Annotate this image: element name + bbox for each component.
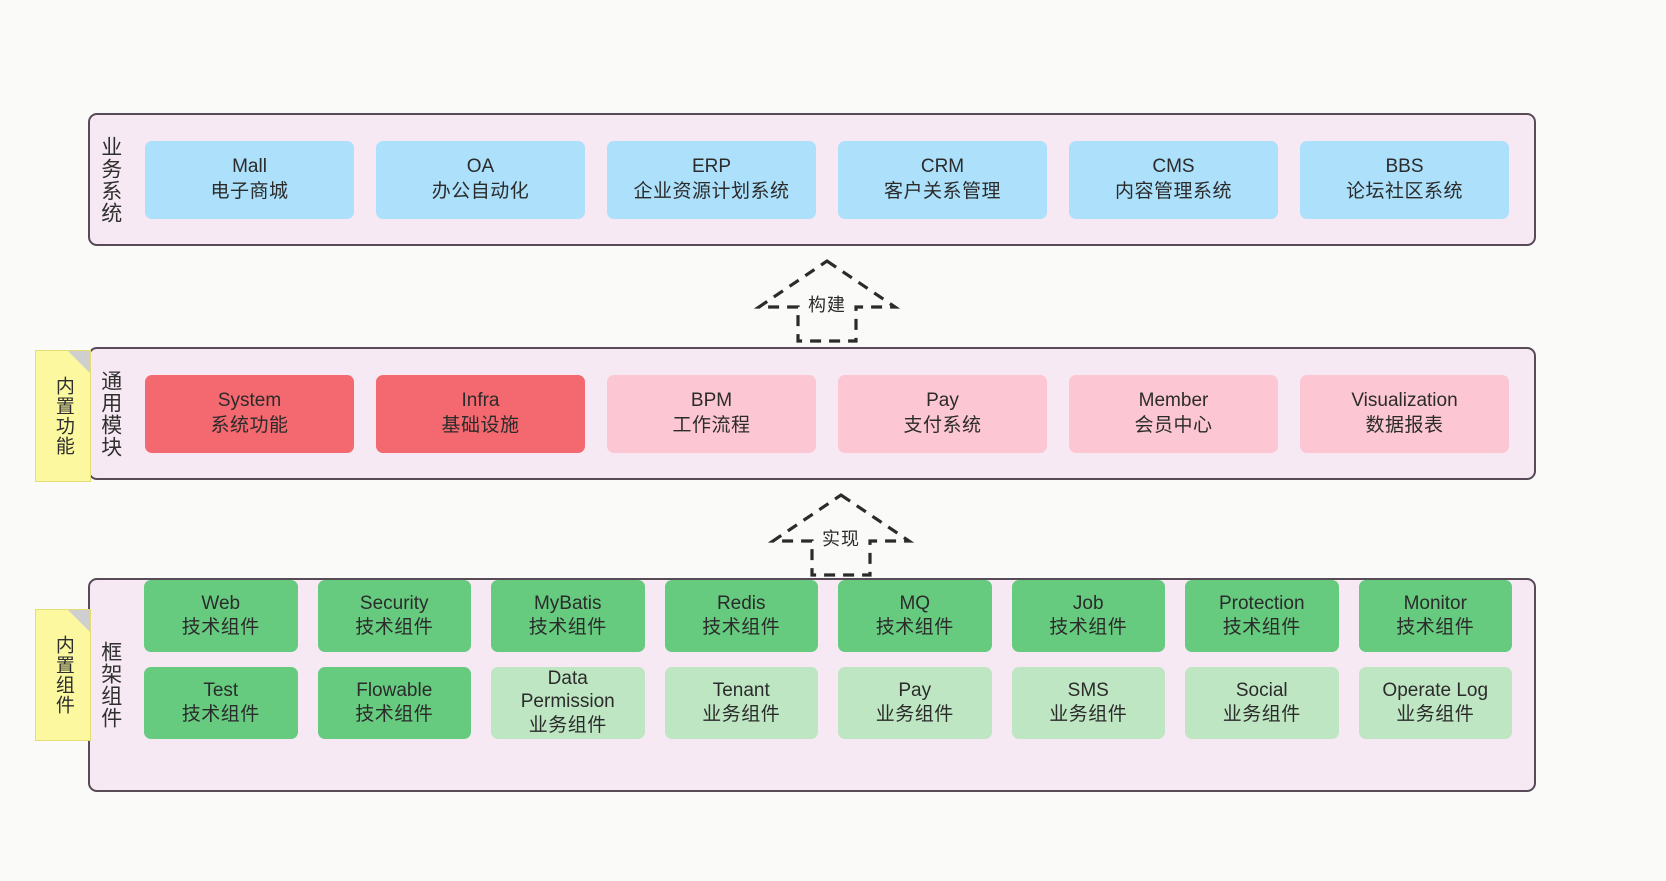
sticky-note-builtin-functions: 内置功能	[35, 350, 91, 482]
box-label-en: BPM	[690, 390, 733, 412]
box-label-cn: 电子商城	[210, 180, 289, 202]
framework-tech-box-redis[interactable]: Redis 技术组件	[664, 580, 818, 652]
framework-biz-box-tenant[interactable]: Tenant 业务组件	[664, 667, 818, 739]
framework-tech-box-security[interactable]: Security 技术组件	[317, 580, 471, 652]
framework-tech-box-monitor[interactable]: Monitor 技术组件	[1358, 580, 1512, 652]
layer-framework-title: 框架组件	[98, 641, 122, 729]
box-label-cn: 技术组件	[181, 704, 260, 725]
box-label-en: CMS	[1152, 156, 1195, 178]
connector-build-label: 构建	[808, 295, 846, 315]
box-label-en: Pay	[898, 679, 932, 701]
box-label-cn: 技术组件	[181, 617, 260, 638]
box-label-en: MyBatis	[533, 592, 602, 614]
box-label-cn: 业务组件	[702, 704, 781, 725]
framework-biz-box-sms[interactable]: SMS 业务组件	[1011, 667, 1165, 739]
box-label-cn: 内容管理系统	[1114, 180, 1232, 202]
box-label-en: OA	[466, 156, 495, 178]
box-label-cn: 技术组件	[875, 617, 954, 638]
framework-tech-box-protection[interactable]: Protection 技术组件	[1185, 580, 1339, 652]
box-label-cn: 系统功能	[210, 414, 289, 436]
box-label-cn: 技术组件	[355, 617, 434, 638]
box-label-cn: 支付系统	[903, 414, 982, 436]
box-label-cn: 论坛社区系统	[1345, 180, 1463, 202]
box-label-en: Redis	[716, 592, 766, 614]
box-label-cn: 业务组件	[528, 714, 607, 736]
box-label-cn: 技术组件	[702, 617, 781, 638]
box-label-en: Flowable	[356, 679, 433, 701]
framework-biz-box-pay[interactable]: Pay 业务组件	[838, 667, 992, 739]
box-label-cn: 会员中心	[1134, 414, 1213, 436]
box-label-en: Monitor	[1403, 592, 1467, 614]
box-label-en: Infra	[461, 390, 500, 412]
box-label-en: Pay	[926, 390, 959, 412]
sticky-note-builtin-components: 内置组件	[35, 609, 91, 741]
box-label-cn: 业务组件	[1222, 704, 1301, 725]
framework-biz-box-social[interactable]: Social 业务组件	[1185, 667, 1339, 739]
box-label-en: Operate Log	[1382, 679, 1489, 701]
box-label-en: System	[217, 390, 282, 412]
box-label-cn: 业务组件	[1396, 704, 1475, 725]
box-label-cn: 客户关系管理	[883, 180, 1001, 202]
layer-common-title: 通用模块	[98, 369, 122, 458]
box-label-en: Security	[359, 592, 429, 614]
box-label-cn: 技术组件	[355, 704, 434, 725]
box-label-cn: 办公自动化	[431, 180, 530, 202]
box-label-en: Data Permission	[520, 668, 615, 712]
box-label-en: BBS	[1385, 156, 1424, 178]
box-label-en: Member	[1138, 390, 1209, 412]
box-label-cn: 技术组件	[1049, 617, 1128, 638]
box-label-cn: 业务组件	[875, 704, 954, 725]
box-label-en: Visualization	[1351, 390, 1458, 412]
box-label-en: Job	[1072, 592, 1104, 614]
box-label-en: CRM	[920, 156, 965, 178]
box-label-cn: 业务组件	[1049, 704, 1128, 725]
framework-tech-box-mybatis[interactable]: MyBatis 技术组件	[491, 580, 645, 652]
box-label-cn: 基础设施	[441, 414, 520, 436]
framework-biz-box-operate-log[interactable]: Operate Log 业务组件	[1358, 667, 1512, 739]
layer-business-title: 业务系统	[98, 135, 122, 224]
box-label-cn: 企业资源计划系统	[633, 180, 790, 202]
box-label-en: Tenant	[712, 679, 770, 701]
box-label-en: ERP	[691, 156, 732, 178]
framework-biz-box-test[interactable]: Test 技术组件	[144, 667, 298, 739]
box-label-cn: 工作流程	[672, 414, 751, 436]
connector-implement-label: 实现	[822, 529, 860, 549]
box-label-en: SMS	[1067, 679, 1109, 701]
box-label-cn: 技术组件	[528, 617, 607, 638]
box-label-cn: 技术组件	[1396, 617, 1475, 638]
box-label-en: MQ	[899, 592, 931, 614]
box-label-en: Test	[203, 679, 239, 701]
framework-tech-box-job[interactable]: Job 技术组件	[1011, 580, 1165, 652]
box-label-en: Mall	[232, 156, 267, 178]
box-label-cn: 技术组件	[1222, 617, 1301, 638]
framework-tech-box-mq[interactable]: MQ 技术组件	[838, 580, 992, 652]
box-label-en: Protection	[1218, 592, 1305, 614]
framework-tech-box-web[interactable]: Web 技术组件	[144, 580, 298, 652]
framework-biz-box-flowable[interactable]: Flowable 技术组件	[317, 667, 471, 739]
box-label-en: Web	[201, 592, 241, 614]
box-label-cn: 数据报表	[1365, 414, 1444, 436]
box-label-en: Social	[1235, 679, 1288, 701]
